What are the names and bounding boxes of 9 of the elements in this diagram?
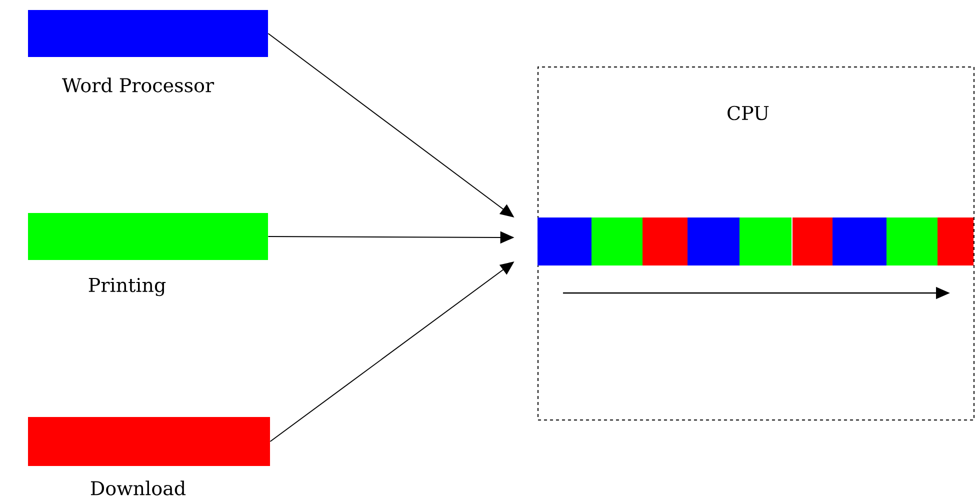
process-bar (28, 10, 268, 57)
bar-label: Download (90, 480, 186, 496)
process-bar (28, 417, 270, 466)
process-bar (28, 213, 268, 260)
dashed-box (538, 66, 974, 420)
bar-label: Word Processor (62, 78, 214, 92)
bar-label: Printing (88, 278, 166, 296)
striped-bar (538, 218, 974, 266)
box-title: CPU (728, 106, 769, 120)
